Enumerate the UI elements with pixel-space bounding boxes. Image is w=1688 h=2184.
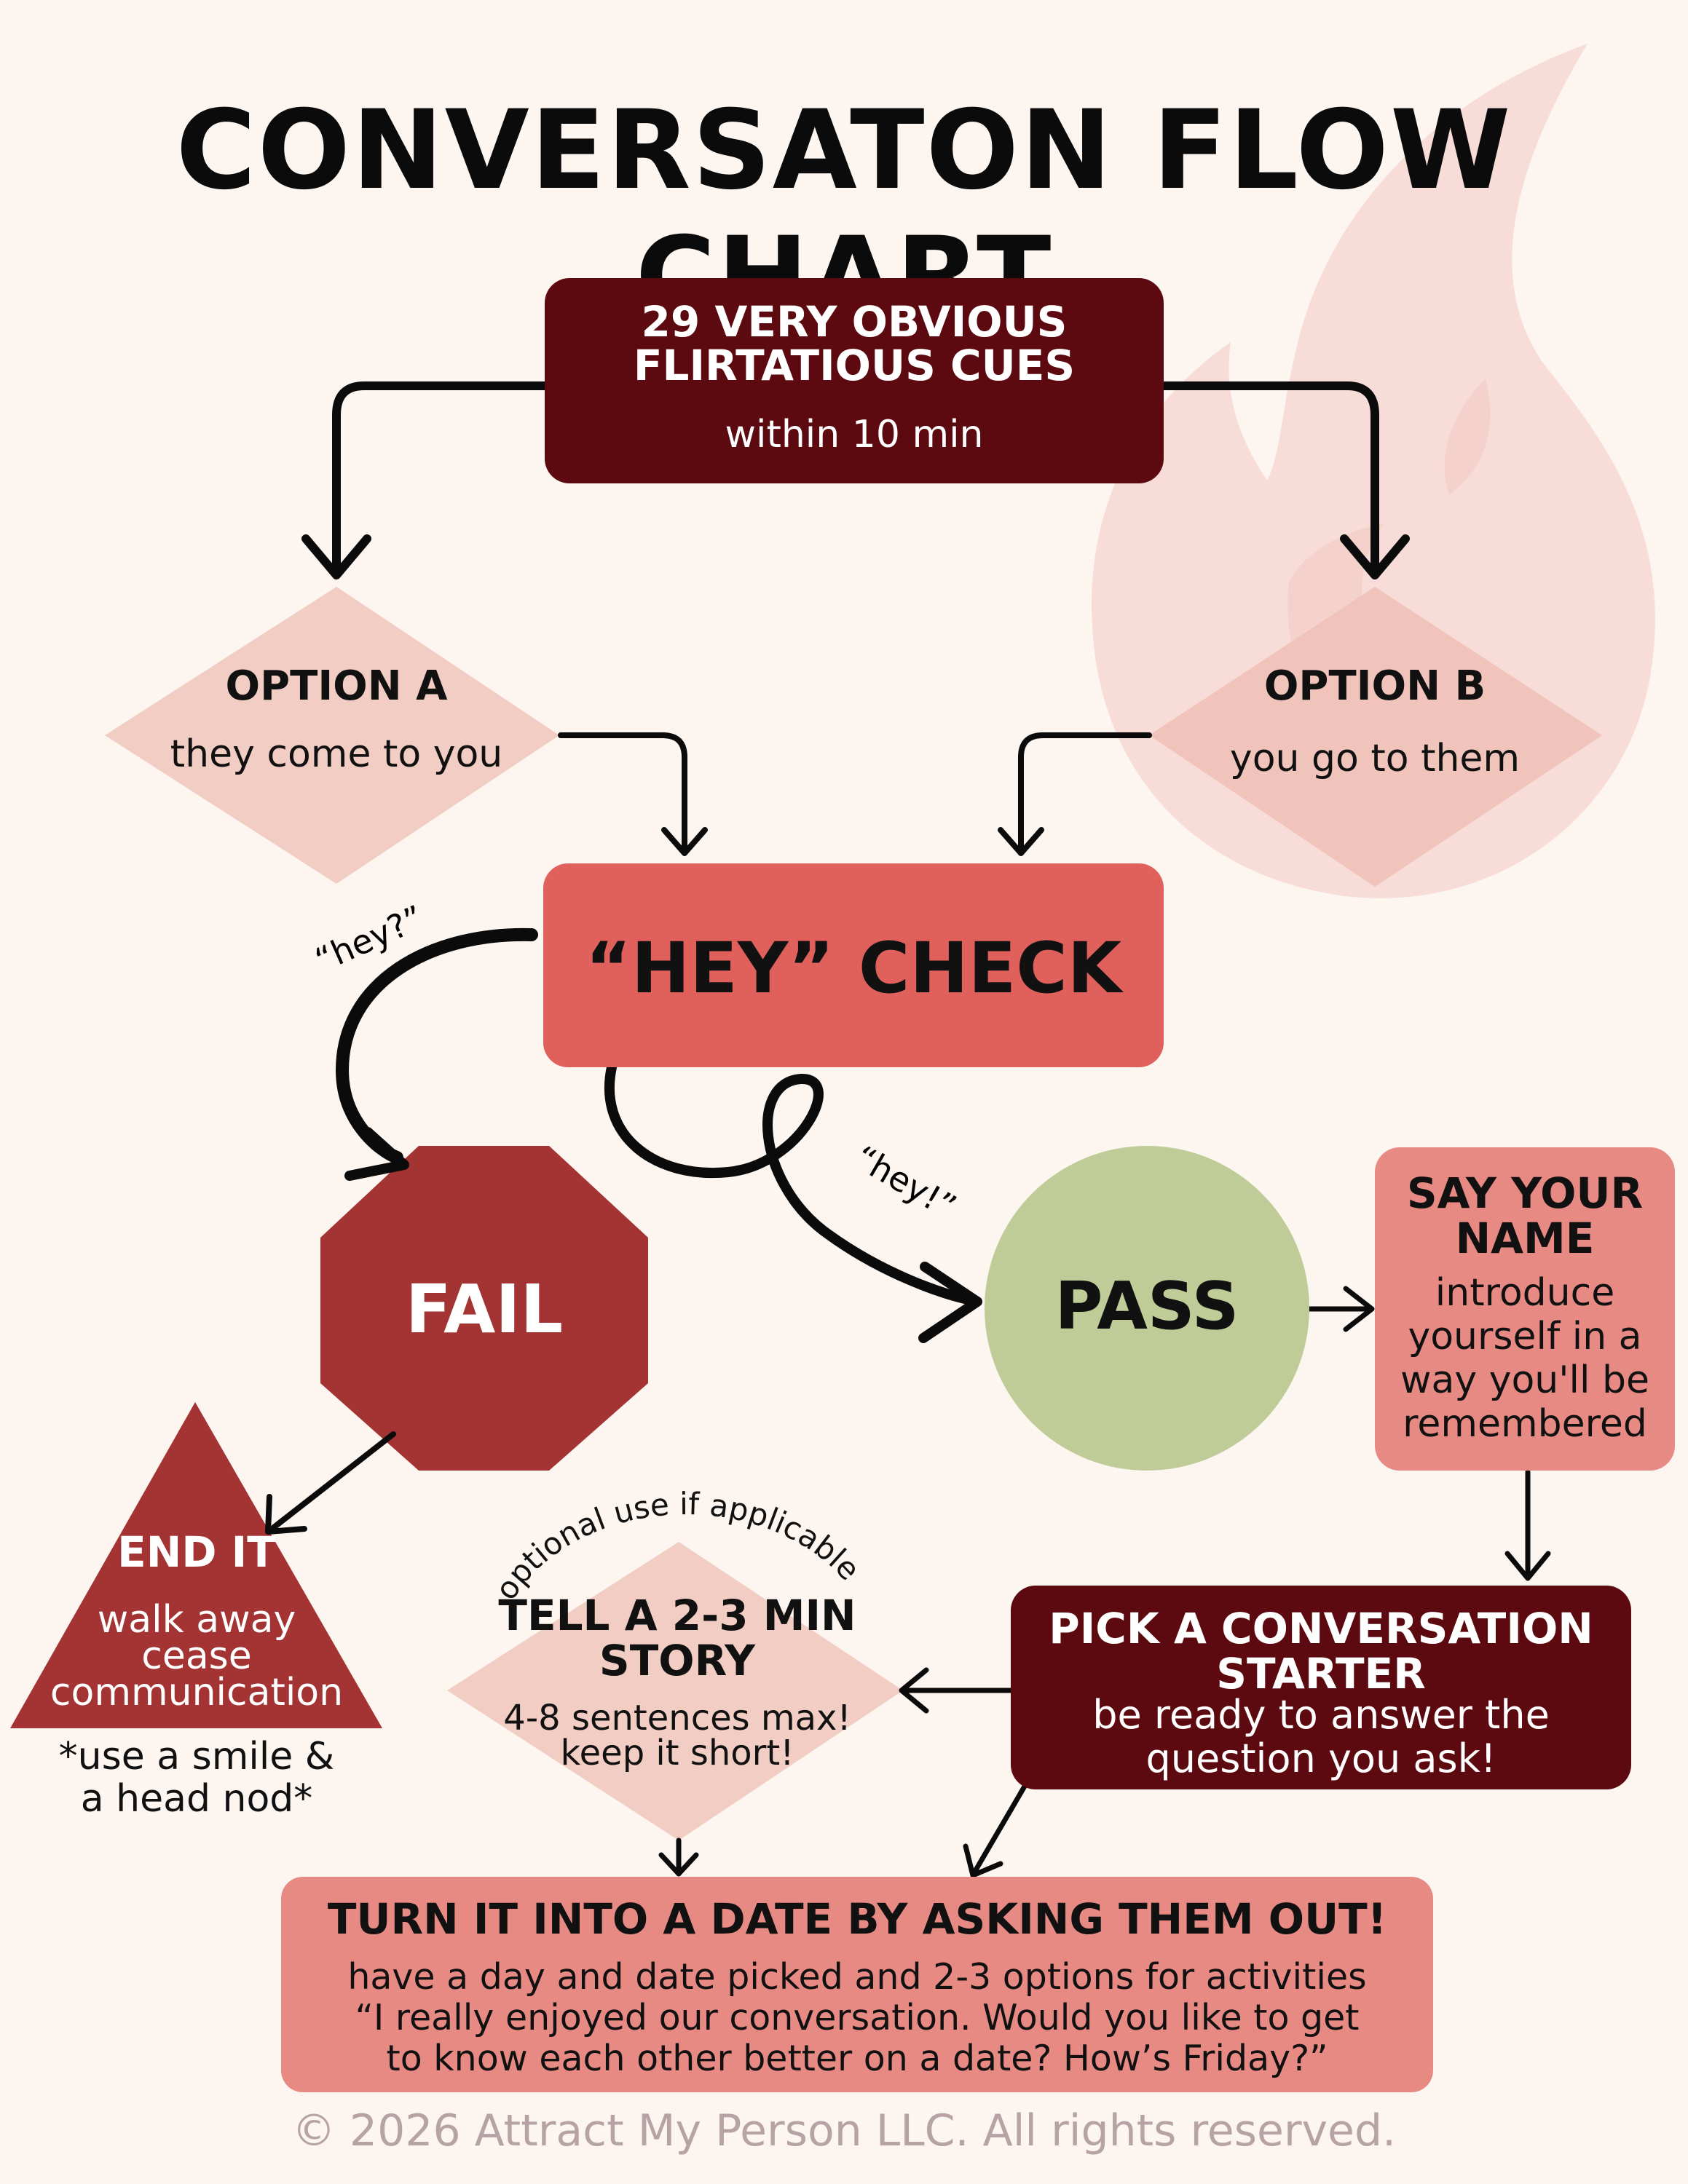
option-a-diamond [105,587,559,884]
story-title: TELL A 2-3 MIN STORY [498,1591,856,1685]
option-b-title: OPTION B [1263,662,1486,710]
end-it-title: END IT [117,1527,276,1577]
story-line-1: 4-8 sentences max! [503,1698,851,1738]
option-b-subtitle: you go to them [1229,737,1521,780]
arrow-to-option-b [1159,381,1379,571]
end-it-note: *use a smile & a head nod* [15,1736,379,1820]
end-it-note-line-2: a head nod* [80,1777,313,1821]
say-name-box: SAY YOUR NAME introduce yourself in a wa… [1375,1147,1675,1471]
pass-circle: PASS [985,1146,1309,1471]
story-subtitle: 4-8 sentences max! keep it short! [466,1701,888,1770]
conversation-starter-box: PICK A CONVERSATION STARTER be ready to … [1011,1586,1631,1789]
ask-out-box: TURN IT INTO A DATE BY ASKING THEM OUT! … [281,1877,1433,2092]
fail-label: FAIL [405,1270,564,1348]
say-name-title: SAY YOUR NAME [1406,1168,1644,1263]
end-it-line-1: walk away [97,1598,296,1642]
copyright: © 2026 Attract My Person LLC. All rights… [291,2105,1397,2156]
hey-check-label: “HEY” CHECK [585,927,1122,1009]
starter-subtitle: be ready to answer the question you ask! [1092,1692,1550,1781]
flirtatious-cues-box: 29 VERY OBVIOUS FLIRTATIOUS CUES within … [545,278,1164,483]
arrow-hey-to-pass [604,1062,977,1305]
pass-label: PASS [1054,1268,1239,1345]
starter-title: PICK A CONVERSATION STARTER [1049,1604,1593,1698]
end-it-line-2: cease [141,1634,252,1678]
arrow-starter-to-date [971,1782,1028,1875]
say-name-subtitle: introduce yourself in a way you'll be re… [1400,1271,1649,1446]
date-line-3: to know each other better on a date? How… [386,2038,1328,2079]
end-it-subtitle: walk away cease communication [15,1598,379,1714]
arrow-option-b-to-hey [1018,732,1152,853]
story-diamond [447,1542,903,1840]
cues-title: 29 VERY OBVIOUS FLIRTATIOUS CUES [633,297,1076,390]
end-it-line-3: communication [50,1671,344,1714]
pass-arrow-label: “hey!” [848,1138,963,1227]
arrow-to-option-a [332,381,549,571]
end-it-note-line-1: *use a smile & [58,1735,335,1779]
date-line-1: have a day and date picked and 2-3 optio… [347,1956,1367,1998]
option-a-subtitle: they come to you [170,732,503,776]
cues-subtitle: within 10 min [725,413,984,456]
arrow-hey-to-fail [336,927,538,1164]
story-line-2: keep it short! [560,1733,794,1773]
arrow-fail-to-end [271,1431,396,1530]
option-b-diamond [1149,587,1602,887]
end-it-triangle [10,1402,382,1728]
fail-octagon [320,1146,648,1471]
hey-check-box: “HEY” CHECK [543,863,1164,1067]
arrow-option-a-to-hey [558,732,687,853]
date-line-2: “I really enjoyed our conversation. Woul… [355,1997,1360,2038]
date-title: TURN IT INTO A DATE BY ASKING THEM OUT! [327,1894,1387,1944]
option-a-title: OPTION A [225,662,448,710]
